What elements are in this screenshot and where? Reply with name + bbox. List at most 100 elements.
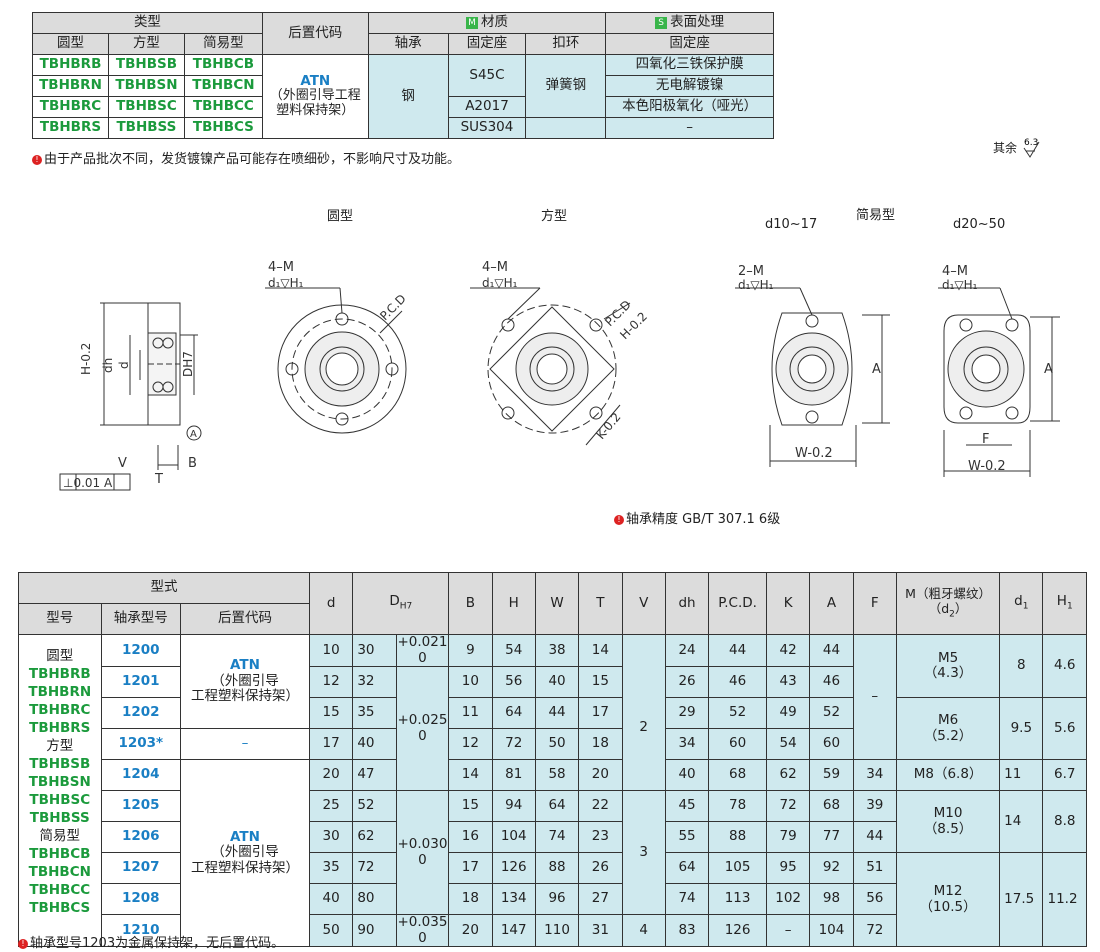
- cell-W: 44: [534, 697, 580, 730]
- cell-dh: 64: [664, 852, 710, 885]
- bearing-no: 1204: [100, 759, 182, 792]
- cell-A: 68: [809, 790, 854, 823]
- cell-T: 22: [578, 790, 623, 823]
- cell-d: 20: [308, 759, 354, 792]
- cell-V: 2: [621, 633, 666, 792]
- cell-K: 102: [765, 883, 811, 916]
- svg-text:P.C.D: P.C.D: [377, 292, 409, 324]
- suffix-cell: ATN （外圈引导工程塑料保持架）: [261, 54, 369, 139]
- precision-note: !轴承精度 GB/T 307.1 6级: [614, 508, 780, 527]
- suffix-cell: –: [180, 728, 310, 761]
- cell-d: 10: [308, 633, 354, 668]
- model-cell: TBHBRN: [32, 75, 109, 97]
- cell-d1: 17.5: [999, 852, 1044, 948]
- suffix-header: 后置代码: [261, 12, 369, 55]
- cell-V: 4: [621, 914, 666, 948]
- cell-T: 18: [578, 728, 623, 761]
- col-V: V: [621, 572, 666, 635]
- cell-d: 50: [308, 914, 354, 948]
- cell-B: 12: [448, 728, 493, 761]
- cell-pcd: 44: [708, 633, 767, 668]
- col-K: K: [765, 572, 811, 635]
- cell-K: 62: [765, 759, 811, 792]
- cell-M: M10（8.5）: [895, 790, 1001, 854]
- cell-D: 62: [352, 821, 397, 854]
- col-H1: H1: [1042, 572, 1087, 635]
- bearing-no: 1201: [100, 666, 182, 699]
- suffix-cell: ATN（外圈引导工程塑料保持架）: [180, 759, 310, 948]
- cell-K: 42: [765, 633, 811, 668]
- cell-dh: 29: [664, 697, 710, 730]
- svg-text:A: A: [190, 429, 197, 440]
- cell-pcd: 52: [708, 697, 767, 730]
- cell-d1: 14: [999, 790, 1044, 854]
- seat-material: A2017: [447, 96, 527, 118]
- cell-M: M8（6.8）: [895, 759, 1001, 792]
- callout-simple-small-sub: d₁▽H₁: [738, 278, 774, 292]
- cell-H: 81: [491, 759, 536, 792]
- cell-W: 38: [534, 633, 580, 668]
- cell-D: 35: [352, 697, 397, 730]
- cell-M: M6（5.2）: [895, 697, 1001, 761]
- cell-d: 12: [308, 666, 354, 699]
- cell-B: 17: [448, 852, 493, 885]
- svg-text:W-0.2: W-0.2: [968, 459, 1006, 474]
- cell-A: 98: [809, 883, 854, 916]
- cell-d1: 9.5: [999, 697, 1044, 761]
- col-H: H: [491, 572, 536, 635]
- round-flange-view: [265, 287, 407, 434]
- suffix-header: 后置代码: [180, 603, 310, 635]
- col-dh: dh: [664, 572, 710, 635]
- callout-simple-large-sub: d₁▽H₁: [942, 278, 978, 292]
- simple-large-view: [938, 287, 1060, 477]
- model-header: 型号: [18, 603, 102, 635]
- svg-text:B: B: [188, 456, 197, 471]
- cell-A: 59: [809, 759, 854, 792]
- cell-d: 15: [308, 697, 354, 730]
- cell-K: 49: [765, 697, 811, 730]
- warning-icon: !: [614, 515, 624, 525]
- cell-pcd: 105: [708, 852, 767, 885]
- col-pcd: P.C.D.: [708, 572, 767, 635]
- technical-drawing: 4–M d₁▽H₁ 4–M d₁▽H₁ 2–M d₁▽H₁ 4–M d₁▽H₁ …: [59, 260, 1060, 491]
- bearing-no-header: 轴承型号: [100, 603, 182, 635]
- cell-dh: 74: [664, 883, 710, 916]
- label-square: 方型: [541, 209, 568, 224]
- cell-D: 80: [352, 883, 397, 916]
- round-header: 圆型: [32, 33, 109, 55]
- cell-d: 30: [308, 821, 354, 854]
- cell-K: –: [765, 914, 811, 948]
- dims-note: !轴承型号1203为金属保持架，无后置代码。: [18, 932, 284, 951]
- cell-D: 32: [352, 666, 397, 699]
- surface-badge: S: [655, 17, 668, 30]
- callout-simple-large: 4–M: [942, 264, 968, 279]
- cell-H: 72: [491, 728, 536, 761]
- cell-T: 26: [578, 852, 623, 885]
- svg-text:F: F: [982, 432, 989, 447]
- spec-note: !由于产品批次不同，发货镀镍产品可能存在喷细砂，不影响尺寸及功能。: [32, 148, 460, 167]
- cell-H: 126: [491, 852, 536, 885]
- model-cell: TBHBRB: [32, 54, 109, 76]
- simple-header: 简易型: [183, 33, 263, 55]
- cell-H: 134: [491, 883, 536, 916]
- model-cell: TBHBCC: [183, 96, 263, 118]
- cell-T: 14: [578, 633, 623, 668]
- cell-D: 30: [352, 633, 397, 668]
- svg-text:⊥0.01 A: ⊥0.01 A: [63, 476, 113, 490]
- form-header: 型式: [18, 572, 310, 604]
- cell-B: 9: [448, 633, 493, 668]
- cell-H1: 5.6: [1042, 697, 1087, 761]
- callout-round: 4–M: [268, 260, 294, 275]
- col-DH7: DH7: [352, 572, 450, 635]
- cell-pcd: 78: [708, 790, 767, 823]
- snap-material: 弹簧钢: [525, 54, 607, 118]
- cell-K: 72: [765, 790, 811, 823]
- cell-F: 72: [852, 914, 897, 948]
- cell-H1: 4.6: [1042, 633, 1087, 699]
- cell-pcd: 46: [708, 666, 767, 699]
- label-round: 圆型: [327, 209, 354, 224]
- svg-text:A: A: [872, 362, 881, 377]
- cell-B: 15: [448, 790, 493, 823]
